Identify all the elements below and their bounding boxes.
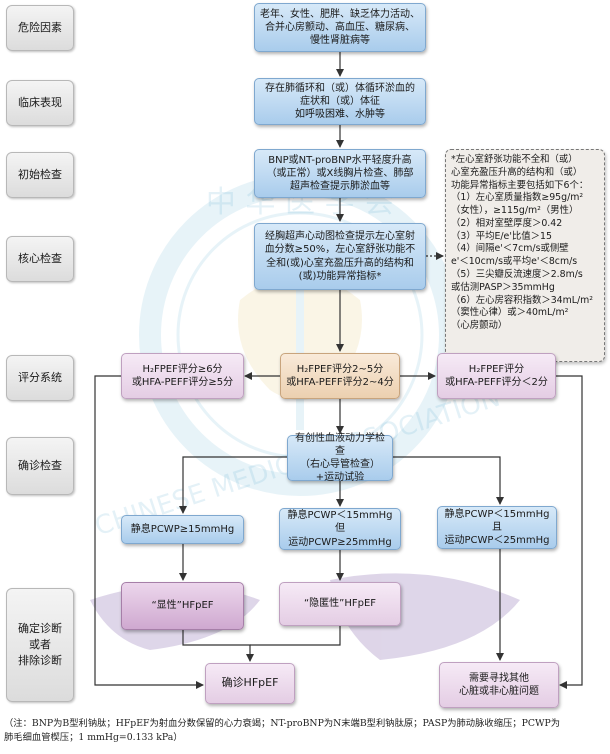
node-confirmed-hfpef: 确诊HFpEF xyxy=(205,663,295,704)
node-occult-hfpef: “隐匿性”HFpEF xyxy=(279,582,401,626)
node-pcwp-mid: 静息PCWP＜15mmHg 但 运动PCWP≥25mmHg xyxy=(279,508,401,550)
stage-label-confirm: 确诊检查 xyxy=(6,437,74,495)
stage-label-core: 核心检查 xyxy=(6,236,74,282)
stage-label-final: 确定诊断 或者 排除诊断 xyxy=(6,588,74,702)
stage-label-initial: 初始检查 xyxy=(6,152,74,198)
node-clinical-presentation: 存在肺循环和（或）体循环淤血的 症状和（或）体征 如呼吸困难、水肿等 xyxy=(254,78,426,125)
node-echocardiography: 经胸超声心动图检查提示左心室射 血分数≥50%，左心室舒张功能不 全和(或)心室… xyxy=(254,223,426,290)
stage-label-score: 评分系统 xyxy=(6,355,74,401)
node-score-mid: H₂FPEF评分2~5分 或HFA-PEFF评分2~4分 xyxy=(280,353,400,399)
node-pcwp-high: 静息PCWP≥15mmHg xyxy=(121,515,244,544)
node-pcwp-low: 静息PCWP＜15mmHg 且 运动PCWP＜25mmHg xyxy=(437,506,557,549)
note-diagnostic-criteria: *左心室舒张功能不全和（或） 心室充盈压升高的结构和（或） 功能异常指标主要包括… xyxy=(445,149,605,362)
stage-label-clinical: 临床表现 xyxy=(6,80,74,126)
node-score-high: H₂FPEF评分≥6分 或HFA-PEFF评分≥5分 xyxy=(121,353,244,399)
node-invasive-hemodynamics: 有创性血液动力学检查 （右心导管检查） +运动试验 xyxy=(287,433,393,483)
node-other-cause: 需要寻找其他 心脏或非心脏问题 xyxy=(439,662,559,708)
node-overt-hfpef: “显性”HFpEF xyxy=(121,582,244,630)
footnote: （注：BNP为B型利钠肽；HFpEF为射血分数保留的心力衰竭；NT-proBNP… xyxy=(4,718,561,743)
node-initial-exam: BNP或NT-proBNP水平轻度升高 （或正常）或X线胸片检查、肺部 超声检查… xyxy=(254,149,426,198)
stage-label-risk: 危险因素 xyxy=(6,5,74,51)
node-score-low: H₂FPEF评分 或HFA-PEFF评分＜2分 xyxy=(437,353,556,399)
node-risk-factors: 老年、女性、肥胖、缺乏体力活动、 合并心房颤动、高血压、糖尿病、 慢性肾脏病等 xyxy=(254,3,426,52)
